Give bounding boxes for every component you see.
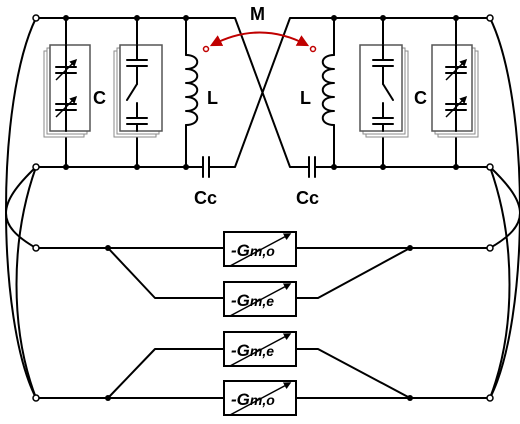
right-switched-cap-bank <box>359 17 409 168</box>
right-tank: L C <box>296 17 491 208</box>
gm-block-even-upper: -Gm,e <box>223 281 297 317</box>
left-dot-marker <box>202 45 210 53</box>
gm-prefix: -G <box>231 291 250 310</box>
right-capacitor-label: C <box>414 88 427 108</box>
right-coupling-label: Cc <box>296 188 319 208</box>
right-dot-marker <box>309 45 317 53</box>
svg-text:-Gm,o: -Gm,o <box>231 241 275 260</box>
gm-block-odd-top: -Gm,o <box>223 231 297 267</box>
gm-prefix: -G <box>231 390 250 409</box>
mutual-inductance-arrow <box>209 31 310 47</box>
gm-network <box>35 247 491 399</box>
gm-subscript: m,e <box>250 293 274 309</box>
left-inductor <box>185 17 199 168</box>
mutual-inductance-label: M <box>250 4 265 24</box>
left-varactor-bank <box>43 17 91 168</box>
svg-text:-Gm,e: -Gm,e <box>231 341 274 360</box>
left-capacitor-label: C <box>93 88 106 108</box>
right-varactor-bank <box>431 17 479 168</box>
gm-subscript: m,o <box>250 392 275 408</box>
left-tank: C L <box>35 17 491 208</box>
right-inductor-label: L <box>300 88 311 108</box>
gm-prefix: -G <box>231 241 250 260</box>
gm-block-even-lower: -Gm,e <box>223 331 297 367</box>
gm-subscript: m,e <box>250 343 274 359</box>
gm-prefix: -G <box>231 341 250 360</box>
svg-text:-Gm,e: -Gm,e <box>231 291 274 310</box>
svg-text:-Gm,o: -Gm,o <box>231 390 275 409</box>
right-coupling-capacitor <box>308 156 316 178</box>
left-switched-cap-bank <box>113 17 163 168</box>
left-coupling-label: Cc <box>194 188 217 208</box>
left-inductor-label: L <box>207 88 218 108</box>
right-inductor <box>321 17 335 168</box>
left-coupling-capacitor <box>185 17 491 178</box>
gm-subscript: m,o <box>250 243 275 259</box>
junction-dots <box>63 15 459 401</box>
terminals <box>32 14 494 402</box>
gm-block-odd-bottom: -Gm,o <box>223 380 297 416</box>
outer-loops <box>5 17 520 399</box>
